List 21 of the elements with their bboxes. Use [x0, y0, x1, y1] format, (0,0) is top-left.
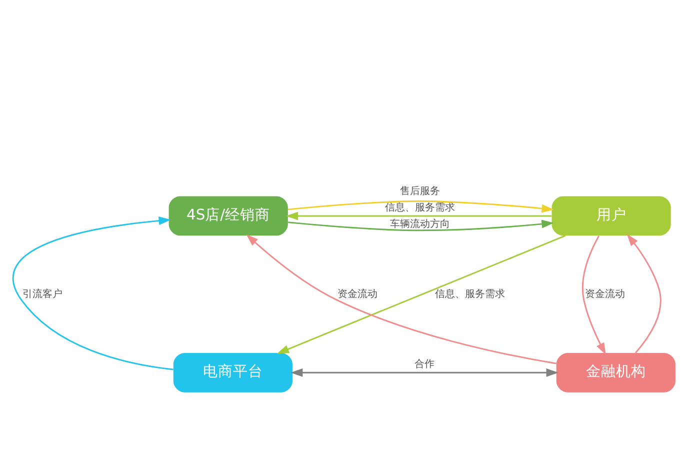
- arrow: [276, 234, 566, 354]
- arrow: [246, 234, 556, 364]
- arrow: [626, 233, 662, 353]
- node-box: 电商平台: [173, 352, 292, 392]
- edge-label: 车辆流动方向: [390, 218, 450, 230]
- edge-label: 资金流动: [584, 288, 625, 300]
- arrow: [288, 219, 554, 231]
- node-box: 用户: [552, 196, 671, 236]
- edge-label: 合作: [414, 358, 434, 370]
- arrow: [286, 211, 552, 220]
- arrow: [290, 368, 558, 376]
- edge-label: 信息、服务需求: [434, 288, 505, 300]
- edge-label: 信息、服务需求: [384, 202, 455, 213]
- edge-label: 引流客户: [22, 288, 62, 300]
- node-box: 金融机构: [556, 352, 676, 392]
- node-box: 4S店/经销商: [168, 196, 288, 236]
- arrow: [12, 216, 174, 370]
- arrow: [288, 200, 554, 212]
- arrow: [582, 235, 606, 354]
- edge-label: 资金流动: [338, 288, 378, 300]
- edge-label: 售后服务: [400, 185, 440, 196]
